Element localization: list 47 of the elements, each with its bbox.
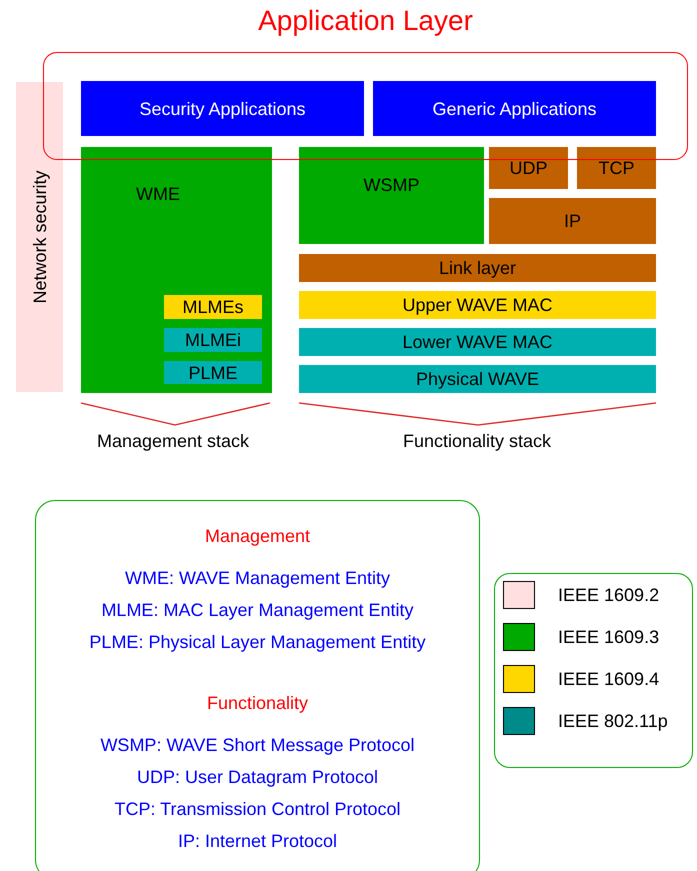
- glossary-entry: TCP: Transmission Control Protocol: [114, 798, 401, 820]
- layer-block: [299, 365, 656, 393]
- legend-label: IEEE 802.11p: [558, 710, 668, 732]
- layer-block: [164, 328, 262, 352]
- layer-label: Upper WAVE MAC: [402, 294, 553, 316]
- layer-label: UDP: [510, 157, 548, 179]
- layer-block: [299, 254, 656, 282]
- layer-label: Network security: [28, 170, 50, 304]
- layer-block: [489, 198, 656, 244]
- glossary-entry: MLME: MAC Layer Management Entity: [101, 599, 414, 621]
- layer-block: [577, 147, 656, 189]
- glossary-entry: PLME: Physical Layer Management Entity: [89, 631, 426, 653]
- stack-label: Functionality stack: [402, 430, 552, 452]
- layer-label: MLMEi: [185, 329, 241, 351]
- section-heading: Functionality: [206, 692, 308, 714]
- glossary-entry: IP: Internet Protocol: [178, 830, 338, 852]
- glossary-entry: UDP: User Datagram Protocol: [136, 766, 378, 788]
- layer-block: [164, 361, 262, 384]
- layer-block: [299, 291, 656, 319]
- stack-label: Management stack: [96, 430, 250, 452]
- layer-label: Generic Applications: [432, 98, 597, 120]
- layer-label: TCP: [598, 157, 634, 179]
- legend-label: IEEE 1609.4: [558, 668, 660, 690]
- glossary-panel: [35, 500, 480, 871]
- legend-label: IEEE 1609.2: [558, 584, 660, 606]
- section-heading: Management: [204, 525, 310, 547]
- layer-block: [16, 82, 63, 392]
- layer-block: [81, 81, 364, 136]
- layer-label: MLMEs: [182, 296, 244, 318]
- glossary-entry: WME: WAVE Management Entity: [124, 567, 390, 589]
- layer-block: [373, 81, 656, 136]
- legend-label: IEEE 1609.3: [558, 626, 660, 648]
- layer-block: [81, 147, 272, 393]
- layer-block: [299, 328, 656, 356]
- layer-label: PLME: [188, 362, 238, 384]
- layer-title: Application Layer: [258, 5, 473, 37]
- layer-block: [489, 147, 568, 189]
- layer-label: Lower WAVE MAC: [402, 331, 553, 353]
- layer-label: WME: [136, 183, 180, 205]
- layer-block: [164, 295, 262, 319]
- layer-block: [299, 147, 484, 244]
- layer-label: WSMP: [364, 174, 420, 196]
- layer-label: Link layer: [438, 257, 516, 279]
- layer-label: Security Applications: [139, 98, 306, 120]
- layer-label: IP: [564, 210, 581, 232]
- glossary-entry: WSMP: WAVE Short Message Protocol: [100, 734, 415, 756]
- layer-label: Physical WAVE: [416, 368, 540, 390]
